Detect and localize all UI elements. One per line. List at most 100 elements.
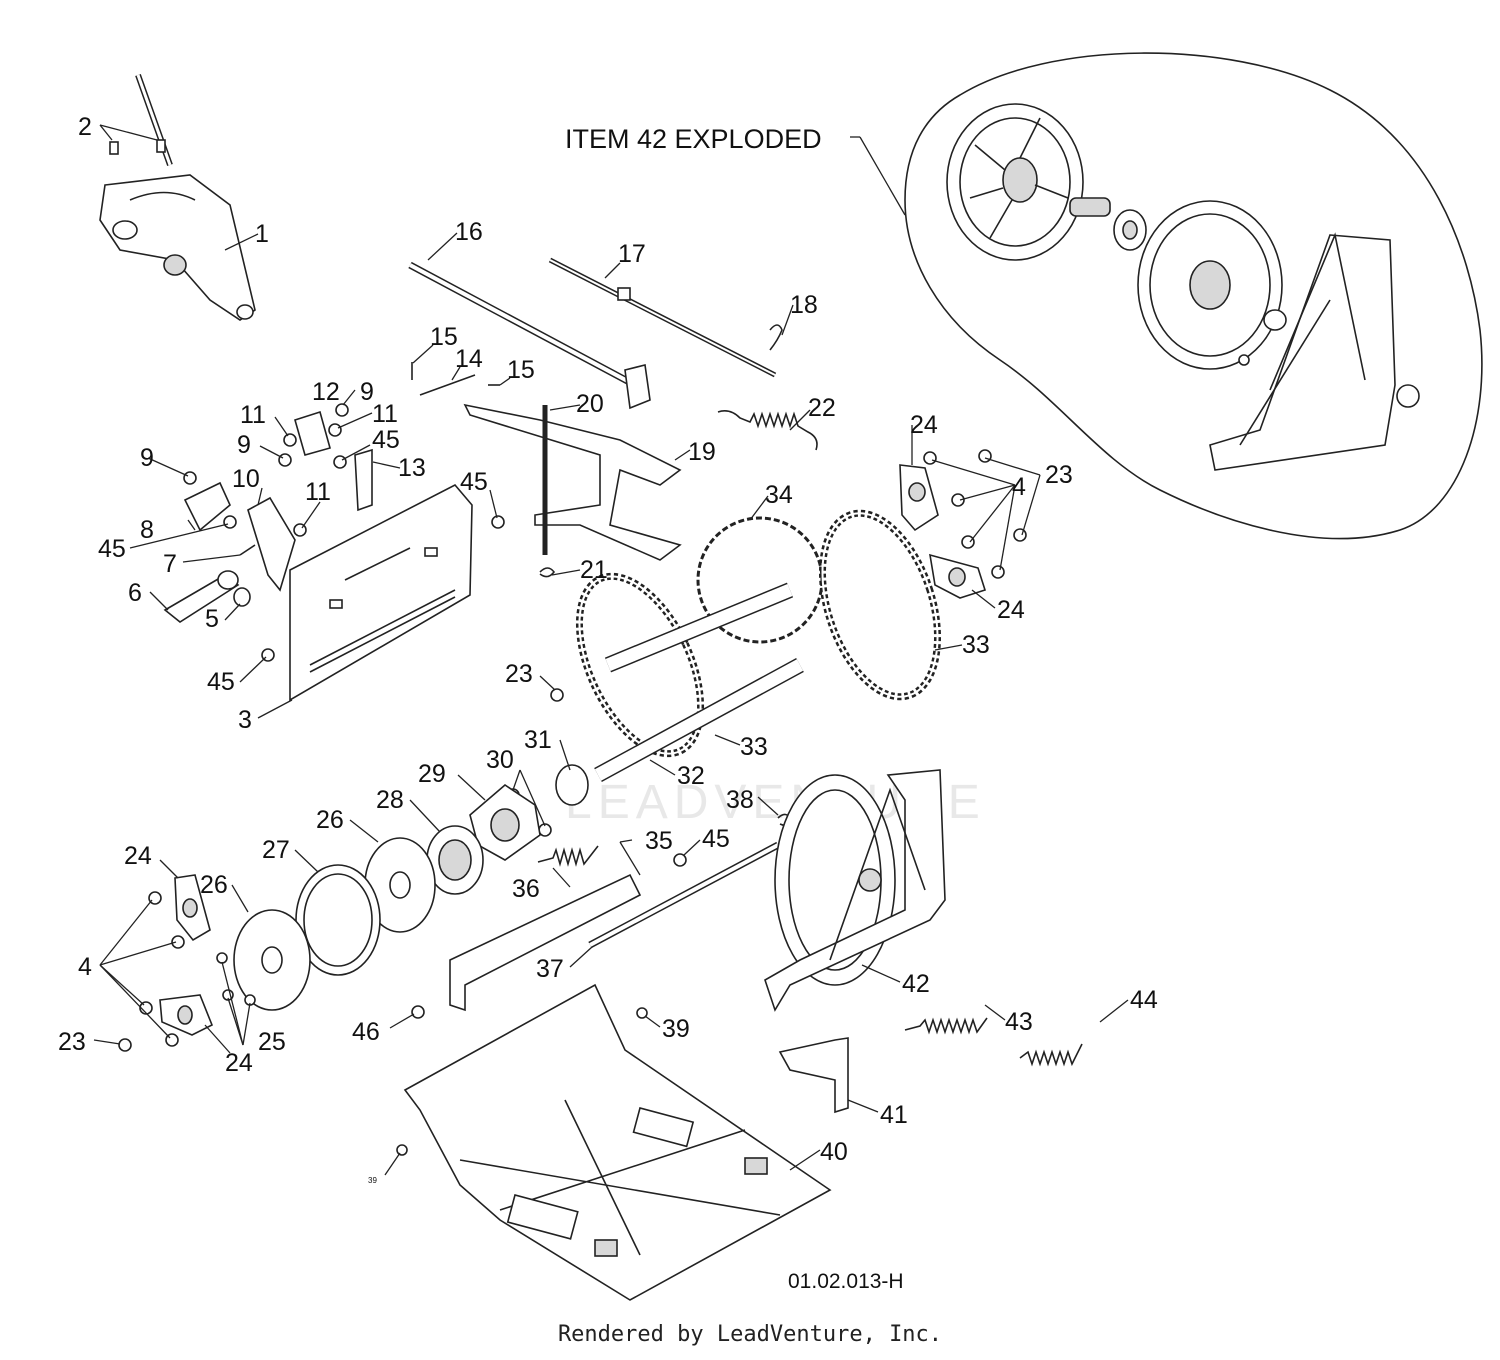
- part-44-spring: [1019, 1043, 1083, 1067]
- part-shaft-upper: [604, 582, 794, 673]
- callout: 19: [688, 438, 716, 466]
- callout: 41: [880, 1101, 908, 1129]
- inset-outline: [904, 52, 1483, 540]
- part-9-bolt-c: [335, 403, 349, 417]
- part-1-shift-lever: [99, 73, 256, 321]
- callout: 34: [765, 481, 793, 509]
- part-25-bolt-a: [216, 952, 228, 964]
- callout: 21: [580, 556, 608, 584]
- callout: 22: [808, 394, 836, 422]
- callout: 11: [240, 401, 266, 429]
- part-19-bracket: [463, 403, 682, 561]
- callout: 28: [376, 786, 404, 814]
- callout: 30: [486, 746, 514, 774]
- part-39-screw-b: [396, 1144, 408, 1156]
- part-23-nut-a: [978, 449, 992, 463]
- part-5-washer: [233, 587, 251, 607]
- callout: 3: [238, 706, 252, 734]
- part-7-pin: [239, 544, 256, 556]
- callout: 13: [398, 454, 426, 482]
- part-18-clip: [769, 324, 783, 351]
- part-10-bracket: [247, 496, 296, 592]
- callout: 43: [1005, 1008, 1033, 1036]
- part-4-bolt-c: [961, 535, 975, 549]
- callout: 45: [460, 468, 488, 496]
- leader-lines: [93, 124, 1129, 1176]
- callout: 20: [576, 390, 604, 418]
- part-2-screw-b: [156, 139, 166, 153]
- callout: 24: [910, 411, 938, 439]
- inset-shaft: [1069, 197, 1111, 217]
- drawing-number: 01.02.013-H: [788, 1270, 904, 1293]
- part-3-mounting-plate: [289, 483, 473, 702]
- callout: 44: [1130, 986, 1158, 1014]
- callout: 23: [505, 660, 533, 688]
- part-12-plate: [294, 410, 331, 456]
- callout: 29: [418, 760, 446, 788]
- callout: 15: [430, 323, 458, 351]
- callout: 1: [255, 220, 269, 248]
- callout: 39: [662, 1015, 690, 1043]
- callout: 26: [316, 806, 344, 834]
- part-36-spring: [537, 845, 599, 867]
- part-9-bolt-b: [278, 453, 292, 467]
- part-32-shaft: [594, 657, 804, 783]
- callout: 9: [237, 431, 251, 459]
- part-23-nut-d: [118, 1038, 132, 1052]
- part-4-bolt-g: [139, 1001, 153, 1015]
- callout: 45: [98, 535, 126, 563]
- part-45-nut-c: [491, 515, 505, 529]
- part-4-bolt-d: [991, 565, 1005, 579]
- callout: 36: [512, 875, 540, 903]
- inset-bolt: [1238, 354, 1250, 366]
- callout: 8: [140, 516, 154, 544]
- callout: 23: [1045, 461, 1073, 489]
- callout: 25: [258, 1028, 286, 1056]
- callout: 11: [372, 400, 398, 428]
- part-33-chain-b: [818, 509, 942, 701]
- callout: 45: [702, 825, 730, 853]
- callout: 26: [200, 871, 228, 899]
- callout: 24: [124, 842, 152, 870]
- part-16-shift-rod: [408, 261, 651, 410]
- callout: 9: [140, 444, 154, 472]
- callout: 5: [205, 605, 219, 633]
- part-45-nut-b: [223, 515, 237, 529]
- part-2-screw: [109, 141, 119, 155]
- callout: 45: [372, 426, 400, 454]
- callout: 16: [455, 218, 483, 246]
- part-42-pulley-assembly: [764, 769, 946, 1012]
- callout: 46: [352, 1018, 380, 1046]
- part-46-nut: [411, 1005, 425, 1019]
- callout: 42: [902, 970, 930, 998]
- part-4-bolt-b: [951, 493, 965, 507]
- callout: 32: [677, 762, 705, 790]
- callout: 27: [262, 836, 290, 864]
- callout: 24: [225, 1049, 253, 1077]
- callout: 33: [962, 631, 990, 659]
- part-31-ring: [555, 764, 589, 806]
- part-11-nut-b: [328, 423, 342, 437]
- callout: 31: [524, 726, 552, 754]
- part-17-rod: [548, 257, 777, 378]
- callout: 38: [726, 786, 754, 814]
- callout: 11: [305, 478, 331, 506]
- callout-labels: 2 1 9 11 9 12 9 11 45 13 10 11 8 45 7 6 …: [58, 113, 1158, 1185]
- callout: 7: [163, 550, 177, 578]
- callout: 4: [78, 953, 92, 981]
- exploded-inset: [904, 52, 1483, 540]
- callout: 18: [790, 291, 818, 319]
- callout: 10: [232, 465, 260, 493]
- callout: 39: [368, 1176, 377, 1185]
- part-4-bolt-a: [923, 451, 937, 465]
- part-45-nut-e: [673, 853, 687, 867]
- inset-bracket: [1209, 234, 1396, 471]
- part-35-bar: [449, 873, 642, 1012]
- part-39-screw-a: [636, 1007, 648, 1019]
- inset-nut: [1396, 384, 1420, 408]
- part-45-nut-a: [333, 455, 347, 469]
- part-23-nut-b: [1013, 528, 1027, 542]
- callout: 2: [78, 113, 92, 141]
- part-13-bracket: [354, 448, 373, 512]
